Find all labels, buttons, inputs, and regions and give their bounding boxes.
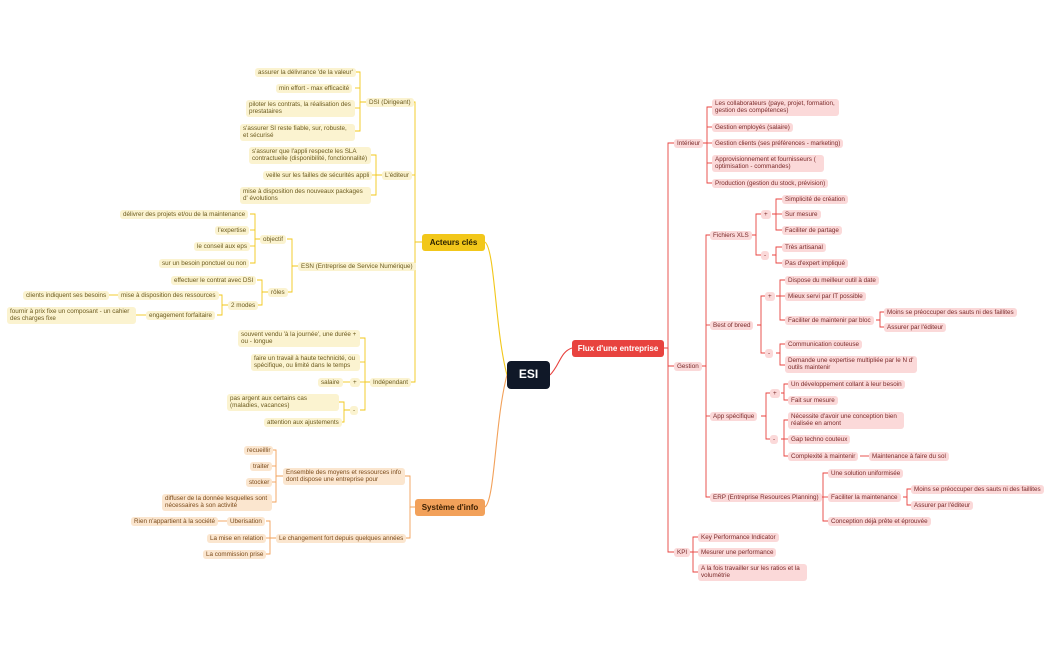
node-objectif-item[interactable]: délivrer des projets et/ou de la mainten…	[120, 210, 249, 220]
node-app-minus[interactable]: -	[770, 435, 779, 445]
node-xls-plus-item[interactable]: Simplicité de création	[782, 195, 848, 205]
node-xls-minus-item[interactable]: Pas d'expert impliqué	[782, 259, 849, 269]
node-engagement-forfaitaire[interactable]: engagement forfaitaire	[146, 311, 216, 321]
node-dsi-item[interactable]: assurer la délivrance 'de la valeur'	[255, 68, 356, 78]
node-fichiers-xls[interactable]: Fichiers XLS	[710, 231, 752, 241]
node-bob-minus[interactable]: -	[765, 349, 774, 359]
node-erp-moins[interactable]: Moins se préoccuper des sauts ni des fai…	[911, 485, 1044, 495]
node-erp-assurer[interactable]: Assurer par l'éditeur	[911, 501, 974, 511]
node-app-fait[interactable]: Fait sur mesure	[788, 396, 838, 406]
node-mise-dispo[interactable]: mise à disposition des ressources	[118, 291, 219, 301]
node-xls-plus-item[interactable]: Faciliter de partage	[782, 226, 842, 236]
node-esn-roles[interactable]: rôles	[268, 288, 288, 298]
node-ensemble-item[interactable]: diffuser de la donnée lesquelles sont né…	[162, 494, 272, 511]
node-salaire[interactable]: salaire	[318, 378, 343, 388]
node-app-gap[interactable]: Gap techno couteux	[788, 435, 851, 445]
node-independant-travail[interactable]: faire un travail à haute technicité, ou …	[251, 354, 360, 371]
node-clients-besoins[interactable]: clients indiquent ses besoins	[23, 291, 110, 301]
node-erp-conception[interactable]: Conception déjà prête et éprouvée	[828, 517, 931, 527]
node-independant-moins-item[interactable]: pas argent aux certains cas (maladies, v…	[227, 394, 339, 411]
node-dsi-item[interactable]: min effort - max efficacité	[276, 84, 353, 94]
node-kpi-item[interactable]: A la fois travailler sur les ratios et l…	[698, 564, 807, 581]
node-app-plus[interactable]: +	[770, 389, 780, 399]
node-interieur-item[interactable]: Gestion clients (ses préférences - marke…	[712, 139, 844, 149]
node-bob-dispose[interactable]: Dispose du meilleur outil à date	[785, 276, 879, 286]
node-xls-plus-item[interactable]: Sur mesure	[782, 210, 821, 220]
node-ensemble-moyens[interactable]: Ensemble des moyens et ressources info d…	[283, 468, 405, 485]
node-erp[interactable]: ERP (Entreprise Resources Planning)	[710, 493, 822, 503]
node-xls-minus-item[interactable]: Très artisanal	[782, 243, 826, 253]
node-roles-modes[interactable]: 2 modes	[228, 301, 259, 311]
node-mise-en-relation[interactable]: La mise en relation	[207, 534, 267, 544]
node-independant-moins-item[interactable]: attention aux ajustements	[264, 418, 342, 428]
node-editeur-item[interactable]: veille sur les failles de sécurités appl…	[263, 171, 373, 181]
node-kpi-item[interactable]: Mesurer une performance	[698, 548, 777, 558]
node-app-necessite[interactable]: Nécessite d'avoir une conception bien ré…	[788, 412, 904, 429]
node-ensemble-item[interactable]: traiter	[250, 462, 273, 472]
node-kpi[interactable]: KPI	[674, 548, 691, 558]
node-interieur-item[interactable]: Production (gestion du stock, prévision)	[712, 179, 829, 189]
node-editeur-item[interactable]: mise à disposition des nouveaux packages…	[240, 187, 371, 204]
node-editeur[interactable]: L'éditeur	[382, 171, 412, 181]
node-ensemble-item[interactable]: recueillir	[244, 446, 274, 456]
branch-systeme-info[interactable]: Système d'info	[415, 499, 485, 516]
node-bob-communication[interactable]: Communication couteuse	[785, 340, 863, 350]
node-bob-faciliter[interactable]: Faciliter de maintenir par bloc	[785, 316, 874, 326]
node-editeur-item[interactable]: s'assurer que l'appli respecte les SLA c…	[249, 147, 371, 164]
node-bob-moins[interactable]: Moins se préoccuper des sauts ni des fai…	[884, 308, 1017, 318]
node-dsi[interactable]: DSI (Dirigeant)	[366, 98, 414, 108]
node-interieur[interactable]: Intérieur	[674, 139, 704, 149]
node-app-specifique[interactable]: App spécifique	[710, 412, 758, 422]
root-node[interactable]: ESI	[507, 361, 550, 389]
node-independant[interactable]: Indépendant	[370, 378, 412, 388]
node-interieur-item[interactable]: Approvisionnement et fournisseurs ( opti…	[712, 155, 824, 172]
node-independant-plus[interactable]: +	[350, 378, 360, 388]
node-rien-appartient[interactable]: Rien n'appartient à la société	[131, 517, 219, 527]
node-gestion[interactable]: Gestion	[674, 362, 702, 372]
node-dsi-item[interactable]: s'assurer SI reste fiable, sur, robuste,…	[240, 124, 355, 141]
node-app-dev[interactable]: Un développement collant à leur besoin	[788, 380, 905, 390]
node-kpi-item[interactable]: Key Performance Indicator	[698, 533, 779, 543]
node-objectif-item[interactable]: l'expertise	[215, 226, 250, 236]
node-xls-plus[interactable]: +	[761, 210, 771, 220]
node-bob-demande[interactable]: Demande une expertise multipliée par le …	[785, 356, 917, 373]
node-dsi-item[interactable]: piloter les contrats, la réalisation des…	[246, 100, 355, 117]
node-commission[interactable]: La commission prise	[203, 550, 267, 560]
node-interieur-item[interactable]: Gestion employés (salaire)	[712, 123, 793, 133]
node-independant-moins[interactable]: -	[350, 406, 359, 416]
node-xls-minus[interactable]: -	[761, 251, 770, 261]
node-uberisation[interactable]: Uberisation	[227, 517, 265, 527]
node-fournir-prix-fixe[interactable]: fournir à prix fixe un composant - un ca…	[7, 307, 136, 324]
node-esn[interactable]: ESN (Entreprise de Service Numérique)	[298, 262, 416, 272]
node-app-complexite[interactable]: Complexité à maintenir	[788, 452, 859, 462]
node-independant-souvent[interactable]: souvent vendu 'à la journée', une durée …	[238, 330, 360, 347]
node-objectif-item[interactable]: sur un besoin ponctuel ou non	[159, 259, 250, 269]
node-best-of-breed[interactable]: Best of breed	[710, 321, 754, 331]
node-objectif-item[interactable]: le conseil aux eps	[194, 242, 251, 252]
node-changement[interactable]: Le changement fort depuis quelques année…	[276, 534, 407, 544]
node-bob-plus[interactable]: +	[765, 292, 775, 302]
node-roles-contrat[interactable]: effectuer le contrat avec DSI	[171, 276, 257, 286]
node-app-maintenance[interactable]: Maintenance à faire du sol	[869, 452, 949, 462]
node-interieur-item[interactable]: Les collaborateurs (paye, projet, format…	[712, 99, 839, 116]
branch-flux-entreprise[interactable]: Flux d'une entreprise	[572, 340, 664, 357]
node-ensemble-item[interactable]: stocker	[246, 478, 273, 488]
node-erp-faciliter[interactable]: Faciliter la maintenance	[828, 493, 901, 503]
node-bob-mieux[interactable]: Mieux servi par IT possible	[785, 292, 866, 302]
branch-acteurs-cles[interactable]: Acteurs clés	[422, 234, 485, 251]
node-esn-objectif[interactable]: objectif	[260, 235, 286, 245]
node-bob-assurer[interactable]: Assurer par l'éditeur	[884, 323, 947, 333]
node-erp-uniforme[interactable]: Une solution uniformisée	[828, 469, 904, 479]
